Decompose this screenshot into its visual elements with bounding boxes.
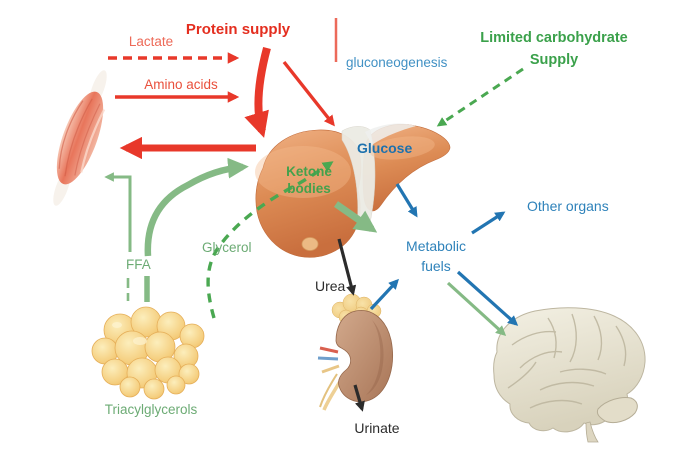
- arrow-fuels-to-brain-blue: [456, 270, 519, 326]
- label-amino-acids: Amino acids: [144, 77, 218, 92]
- brainstem: [585, 421, 599, 443]
- arrow-ffa-to-liver: [144, 157, 249, 257]
- label-ketone-bodies: Ketone bodies: [273, 164, 345, 198]
- arrow-limited-carb-to-liver: [436, 67, 524, 127]
- brain-illustration: [493, 307, 646, 443]
- arrow-urea-liver-to-kidney: [337, 238, 357, 296]
- liver-illustration: [255, 123, 451, 258]
- label-urea: Urea: [315, 278, 346, 294]
- arrow-kidney-to-fuels: [369, 278, 399, 311]
- arrow-protein-supply-straight: [282, 60, 335, 127]
- arrow-fuels-to-other-organs: [471, 211, 506, 235]
- label-lactate: Lactate: [128, 34, 174, 49]
- arrow-ketone-bodies-to-fuels: [334, 201, 378, 233]
- label-triacylglycerols: Triacylglycerols: [104, 402, 198, 417]
- label-protein-supply: Protein supply: [185, 21, 291, 38]
- renal-vein: [317, 356, 339, 361]
- kidney-illustration: [317, 293, 393, 411]
- label-urinate: Urinate: [354, 420, 400, 436]
- label-metabolic-fuels: Metabolic fuels: [396, 237, 476, 276]
- label-other-organs: Other organs: [527, 198, 609, 214]
- arrow-fuels-to-brain-green: [446, 281, 507, 336]
- label-gluconeogenesis: gluconeogenesis: [346, 55, 448, 70]
- label-limited-carbohydrate-supply: Limited carbohydrate Supply: [474, 28, 634, 72]
- gallbladder: [301, 237, 319, 251]
- renal-artery: [319, 346, 339, 354]
- label-metabolic-line2: fuels: [421, 257, 451, 274]
- arrow-glucose-to-fuels: [395, 183, 418, 218]
- arrow-ffa-to-muscle: [104, 172, 132, 252]
- cerebellum: [596, 397, 638, 424]
- muscle-illustration: [53, 70, 107, 206]
- label-limited-carb-line2: Supply: [529, 51, 579, 68]
- arrow-glycerol-to-glucose: [206, 161, 334, 319]
- arrow-protein-supply-curved: [244, 46, 271, 138]
- arrow-kidney-to-urinate: [353, 384, 365, 412]
- label-ketone-line2: bodies: [287, 180, 331, 196]
- label-ffa: FFA: [126, 257, 151, 272]
- label-ketone-line1: Ketone: [286, 164, 332, 179]
- label-glycerol: Glycerol: [202, 240, 252, 255]
- label-limited-carb-line1: Limited carbohydrate: [480, 30, 628, 46]
- label-metabolic-line1: Metabolic: [406, 238, 466, 254]
- adipose-tissue-illustration: [91, 306, 205, 400]
- label-glucose: Glucose: [357, 140, 413, 156]
